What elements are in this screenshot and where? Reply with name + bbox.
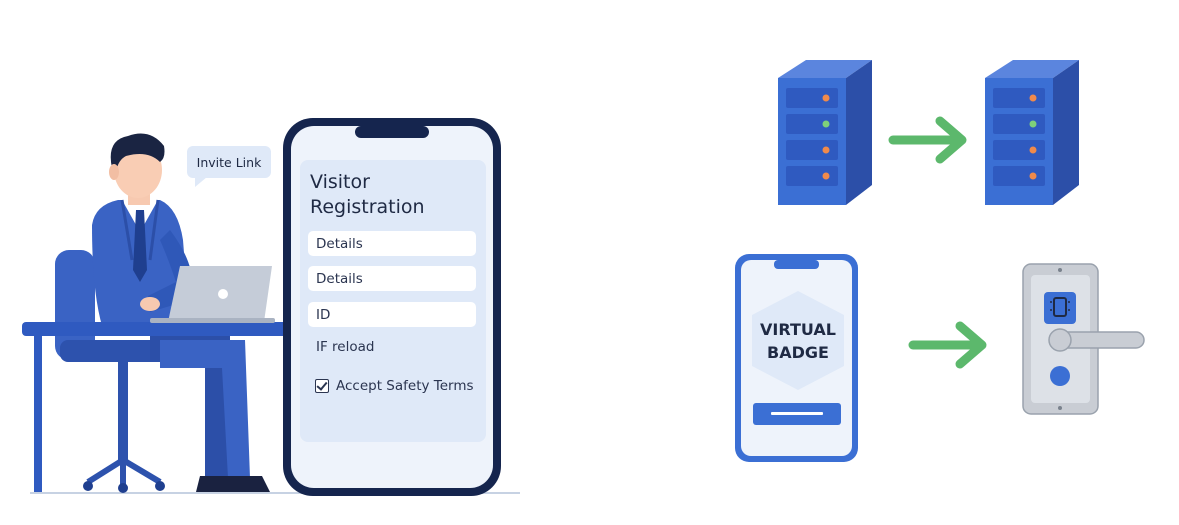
server-icon-left xyxy=(778,60,872,205)
badge-phone xyxy=(735,254,858,462)
invite-link-text: Invite Link xyxy=(196,154,262,170)
invite-link-bubble: Invite Link xyxy=(187,146,271,187)
details-field-1[interactable]: Details xyxy=(308,231,476,256)
form-title-line1: Visitor xyxy=(310,171,370,193)
laptop-icon xyxy=(150,266,275,323)
details-field-2-label: Details xyxy=(316,270,363,287)
door-lock-icon xyxy=(1022,263,1145,415)
upload-line[interactable]: IF reload xyxy=(316,339,375,355)
id-field-label: ID xyxy=(316,306,331,323)
virtual-badge-line1: VIRTUAL xyxy=(760,320,836,339)
safety-terms-row[interactable]: Accept Safety Terms xyxy=(315,378,474,394)
id-field[interactable]: ID xyxy=(308,302,476,327)
safety-terms-checkbox[interactable] xyxy=(315,379,329,393)
arrow-right-icon xyxy=(908,321,987,369)
details-field-2[interactable]: Details xyxy=(308,266,476,291)
form-title-line2: Registration xyxy=(310,196,425,218)
server-icon-right xyxy=(985,60,1079,205)
arrow-right-icon xyxy=(888,116,967,164)
safety-terms-label: Accept Safety Terms xyxy=(336,378,474,394)
virtual-badge-line2: BADGE xyxy=(767,343,829,362)
details-field-1-label: Details xyxy=(316,235,363,252)
virtual-badge-text: VIRTUAL BADGE xyxy=(751,318,845,364)
form-title: Visitor Registration xyxy=(310,170,480,220)
badge-hexagon xyxy=(752,291,844,390)
